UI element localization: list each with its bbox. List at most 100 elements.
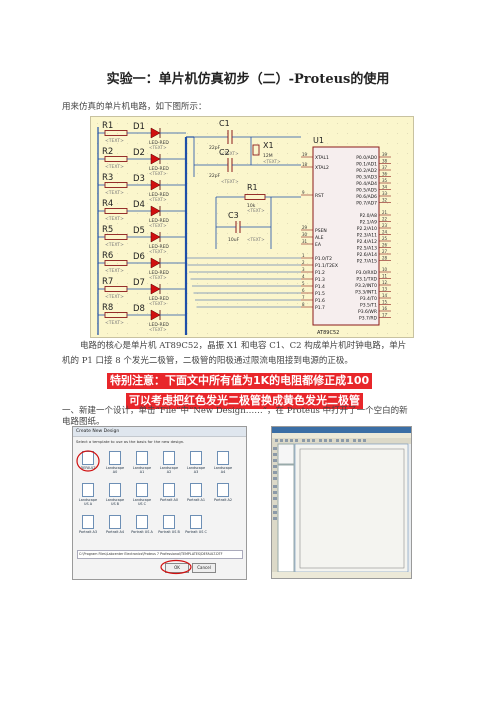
cancel-button[interactable]: Cancel (192, 563, 216, 573)
grid-dot (247, 213, 248, 214)
ok-button[interactable]: OK (165, 563, 189, 573)
grid-dot (307, 173, 308, 174)
template-item[interactable]: Portrait A3 (77, 515, 99, 534)
template-item[interactable]: Portrait A4 (104, 515, 126, 534)
pin-name-right: P3.2/INT0 (355, 283, 377, 289)
template-item[interactable]: Landscape A2 (158, 451, 180, 474)
grid-dot (127, 243, 128, 244)
grid-dot (297, 293, 298, 294)
template-item[interactable]: Landscape A4 (212, 451, 234, 474)
template-item[interactable]: Portrait US B (158, 515, 180, 534)
grid-dot (207, 263, 208, 264)
grid-dot (267, 193, 268, 194)
grid-dot (237, 133, 238, 134)
grid-dot (207, 233, 208, 234)
grid-dot (317, 133, 318, 134)
template-item[interactable]: Portrait US A (131, 515, 153, 534)
grid-dot (267, 303, 268, 304)
c2-value: 22pF (209, 173, 221, 179)
grid-dot (227, 153, 228, 154)
document-icon (163, 515, 175, 529)
grid-dot (387, 293, 388, 294)
grid-dot (237, 233, 238, 234)
grid-dot (247, 323, 248, 324)
template-label: Landscape A0 (105, 466, 125, 474)
pin-number-right: 37 (382, 165, 388, 170)
grid-dot (107, 273, 108, 274)
grid-dot (347, 333, 348, 334)
grid-dot (297, 143, 298, 144)
grid-dot (137, 143, 138, 144)
led-symbol (150, 205, 161, 217)
resistor-label: R5 (102, 225, 113, 235)
template-item[interactable]: Landscape US C (131, 483, 153, 506)
grid-dot (157, 303, 158, 304)
c1-value: 22pF (209, 145, 221, 151)
template-item[interactable]: Portrait A0 (158, 483, 180, 502)
grid-dot (107, 143, 108, 144)
grid-dot (387, 153, 388, 154)
grid-dot (227, 193, 228, 194)
grid-dot (247, 193, 248, 194)
grid-dot (187, 143, 188, 144)
resistor-text-tag: <TEXT> (105, 294, 124, 300)
grid-dot (297, 213, 298, 214)
template-label: Landscape A3 (186, 466, 206, 474)
grid-dot (257, 323, 258, 324)
grid-dot (97, 163, 98, 164)
template-item[interactable]: Landscape A1 (131, 451, 153, 474)
c3-value: 10uF (228, 237, 240, 243)
grid-dot (137, 233, 138, 234)
grid-dot (227, 183, 228, 184)
c1-text-tag: <TEXT> (221, 151, 239, 156)
grid-dot (297, 263, 298, 264)
grid-dot (267, 293, 268, 294)
grid-dot (397, 323, 398, 324)
template-item[interactable]: Landscape A0 (104, 451, 126, 474)
template-item[interactable]: Portrait A2 (212, 483, 234, 502)
pin-name-right: P0.6/AD6 (356, 194, 377, 200)
grid-dot (307, 333, 308, 334)
grid-dot (207, 183, 208, 184)
grid-dot (107, 313, 108, 314)
pin-name-right: P3.4/T0 (360, 296, 377, 302)
ok-highlight-circle (160, 559, 192, 575)
grid-dot (217, 223, 218, 224)
template-item[interactable]: Landscape US A (77, 483, 99, 506)
grid-dot (207, 153, 208, 154)
template-item[interactable]: Landscape US B (104, 483, 126, 506)
grid-dot (167, 303, 168, 304)
grid-dot (307, 273, 308, 274)
proteus-window-drawing (272, 427, 411, 578)
grid-dot (287, 253, 288, 254)
led-part-label: LED-RED (149, 296, 169, 302)
led-label: D6 (133, 252, 145, 262)
template-item[interactable]: Portrait A1 (185, 483, 207, 502)
template-item[interactable]: Portrait US C (185, 515, 207, 534)
pin-number-left: 19 (302, 152, 308, 157)
pin-name-left: RST (315, 193, 324, 199)
pin-name-right: P0.2/AD2 (356, 168, 377, 174)
grid-dot (107, 243, 108, 244)
grid-dot (137, 223, 138, 224)
template-item[interactable]: Landscape A3 (185, 451, 207, 474)
grid-dot (337, 123, 338, 124)
template-label: Landscape US B (105, 498, 125, 506)
grid-dot (397, 253, 398, 254)
grid-dot (187, 273, 188, 274)
grid-dot (197, 263, 198, 264)
grid-dot (177, 173, 178, 174)
pin-name-left: P1.6 (315, 298, 325, 304)
grid-dot (337, 143, 338, 144)
document-icon (190, 483, 202, 497)
grid-dot (267, 333, 268, 334)
grid-dot (307, 213, 308, 214)
document-icon (217, 483, 229, 497)
grid-dot (407, 313, 408, 314)
grid-dot (147, 163, 148, 164)
grid-dot (127, 323, 128, 324)
grid-dot (177, 193, 178, 194)
grid-dot (207, 193, 208, 194)
grid-dot (197, 143, 198, 144)
